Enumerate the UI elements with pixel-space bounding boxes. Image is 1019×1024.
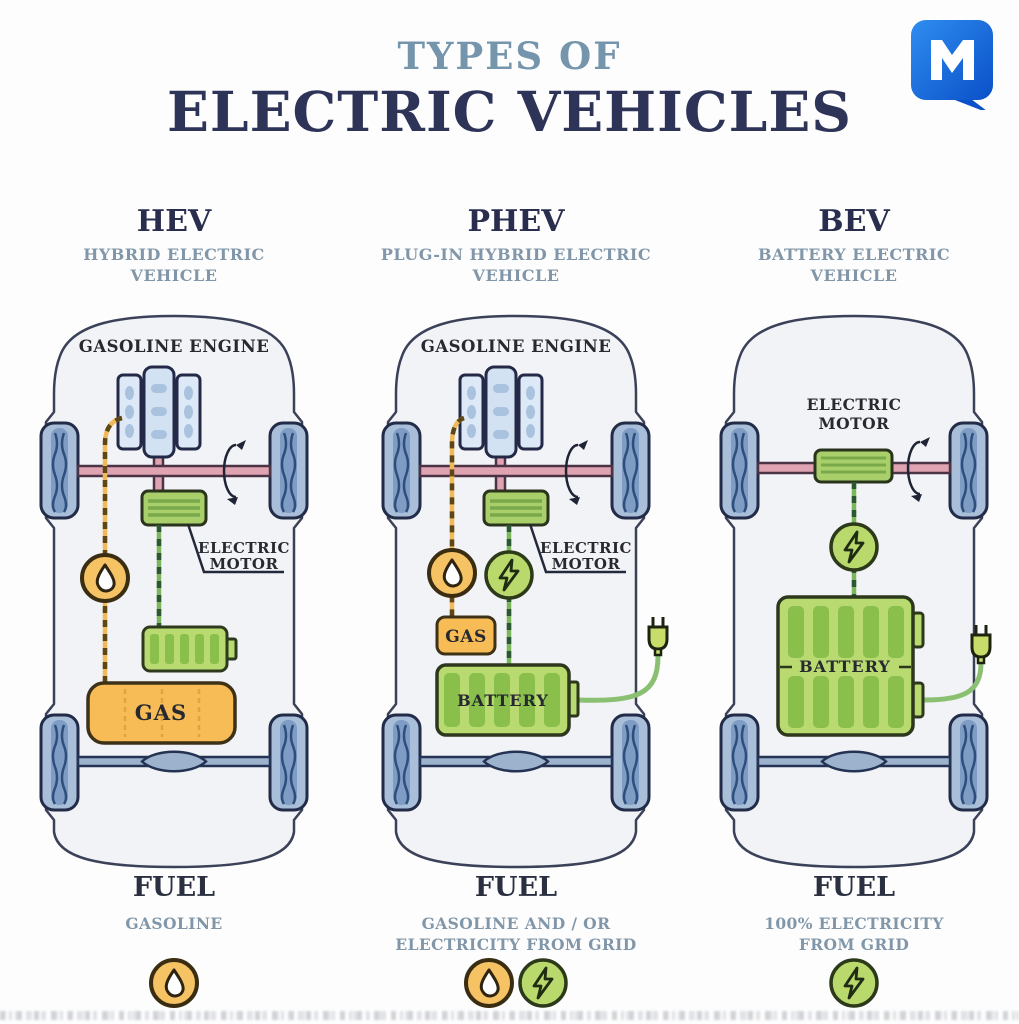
battery-pack: BATTERY bbox=[776, 595, 925, 737]
fuel-line-dashes bbox=[449, 415, 465, 617]
hev-car-diagram: GASOLINE ENGINE ELECTRIC MOTOR bbox=[38, 310, 310, 880]
motor-label-line1: ELECTRIC bbox=[198, 539, 290, 557]
column-phev: PHEV PLUG-IN HYBRID ELECTRIC VEHICLE GAS… bbox=[380, 205, 669, 1024]
logo-letter-m bbox=[931, 40, 974, 80]
electric-motor-icon bbox=[813, 448, 894, 484]
battery-pack: BATTERY bbox=[435, 663, 580, 737]
fuel-drop-icon bbox=[149, 957, 199, 1008]
front-right-wheel bbox=[268, 421, 309, 520]
fuel-heading: FUEL bbox=[474, 872, 558, 903]
fuel-heading: FUEL bbox=[812, 872, 896, 903]
motor-label-line1: ELECTRIC bbox=[540, 539, 632, 557]
column-bev: BEV BATTERY ELECTRIC VEHICLE ELECTRIC MO… bbox=[718, 205, 992, 1024]
electricity-bolt-icon bbox=[484, 550, 534, 600]
fuel-drop-icon bbox=[80, 553, 130, 603]
fuel-description: GASOLINE AND / OR ELECTRICITY FROM GRID bbox=[395, 913, 637, 954]
phev-car-diagram: GASOLINE ENGINE ELECTRIC MOTOR GAS bbox=[380, 310, 669, 880]
phev-header: PHEV PLUG-IN HYBRID ELECTRIC VEHICLE bbox=[380, 205, 652, 287]
rear-left-wheel bbox=[39, 713, 80, 812]
electricity-bolt-icon bbox=[829, 957, 879, 1008]
differential-icon bbox=[482, 750, 550, 773]
hev-acronym: HEV bbox=[136, 204, 212, 239]
rear-right-wheel bbox=[948, 713, 989, 812]
differential-icon bbox=[820, 750, 888, 773]
front-axle bbox=[76, 464, 272, 478]
bev-full-name: BATTERY ELECTRIC VEHICLE bbox=[757, 245, 951, 285]
front-right-wheel bbox=[948, 421, 989, 520]
rear-left-wheel bbox=[381, 713, 422, 812]
motor-label-line2: MOTOR bbox=[818, 414, 889, 433]
gas-tank: GAS bbox=[86, 681, 237, 745]
gasoline-engine-label: GASOLINE ENGINE bbox=[79, 337, 270, 356]
bev-acronym: BEV bbox=[818, 204, 890, 239]
motor-label-pointer bbox=[186, 523, 284, 574]
small-battery-icon bbox=[141, 625, 238, 673]
rear-right-wheel bbox=[610, 713, 651, 812]
motor-label-line1: ELECTRIC bbox=[807, 395, 902, 414]
charging-plug-icon bbox=[647, 615, 669, 657]
charging-cable bbox=[921, 660, 984, 703]
bev-fuel-section: FUEL 100% ELECTRICITY FROM GRID bbox=[718, 873, 990, 1010]
hev-fuel-section: FUEL GASOLINE bbox=[38, 873, 310, 1010]
gas-tank-label: GAS bbox=[445, 627, 487, 647]
brand-logo bbox=[911, 20, 993, 110]
phev-acronym: PHEV bbox=[467, 204, 565, 239]
front-left-wheel bbox=[719, 421, 760, 520]
hev-header: HEV HYBRID ELECTRIC VEHICLE bbox=[38, 205, 310, 287]
gasoline-engine-icon bbox=[458, 365, 544, 459]
electricity-bolt-icon bbox=[829, 522, 879, 572]
rear-right-wheel bbox=[268, 713, 309, 812]
charging-cable bbox=[575, 653, 661, 703]
page-subtitle: TYPES OF bbox=[397, 34, 622, 78]
battery-label: BATTERY bbox=[457, 691, 549, 710]
electric-motor-icon bbox=[482, 489, 550, 527]
bev-header: BEV BATTERY ELECTRIC VEHICLE bbox=[718, 205, 990, 287]
battery-label: BATTERY bbox=[799, 657, 891, 676]
motor-label-line2: MOTOR bbox=[552, 555, 621, 573]
gas-tank: GAS bbox=[435, 615, 497, 656]
gas-tank-label: GAS bbox=[135, 700, 187, 725]
hev-full-name: HYBRID ELECTRIC VEHICLE bbox=[83, 245, 265, 285]
fuel-heading: FUEL bbox=[132, 872, 216, 903]
fuel-line-dashes bbox=[102, 415, 123, 683]
bev-car-diagram: ELECTRIC MOTOR bbox=[718, 310, 992, 880]
fuel-description: GASOLINE bbox=[125, 913, 223, 933]
fuel-description: 100% ELECTRICITY FROM GRID bbox=[764, 913, 944, 954]
cropped-caption-strip bbox=[0, 1011, 1019, 1020]
rear-left-wheel bbox=[719, 713, 760, 812]
gasoline-engine-icon bbox=[116, 365, 202, 459]
fuel-drop-icon bbox=[464, 957, 514, 1008]
electric-motor-icon bbox=[140, 489, 208, 527]
front-axle bbox=[418, 464, 614, 478]
front-left-wheel bbox=[39, 421, 80, 520]
page-title: ELECTRIC VEHICLES bbox=[167, 79, 852, 144]
front-right-wheel bbox=[610, 421, 651, 520]
phev-full-name: PLUG-IN HYBRID ELECTRIC VEHICLE bbox=[380, 245, 652, 285]
electricity-bolt-icon bbox=[518, 957, 568, 1008]
motor-label-pointer bbox=[528, 523, 626, 574]
phev-fuel-section: FUEL GASOLINE AND / OR ELECTRICITY FROM … bbox=[380, 873, 652, 1010]
gasoline-engine-label: GASOLINE ENGINE bbox=[421, 337, 612, 356]
front-left-wheel bbox=[381, 421, 422, 520]
differential-icon bbox=[140, 750, 208, 773]
column-hev: HEV HYBRID ELECTRIC VEHICLE GASOLINE ENG… bbox=[38, 205, 310, 1024]
fuel-drop-icon bbox=[427, 548, 477, 598]
motor-label-line2: MOTOR bbox=[210, 555, 279, 573]
